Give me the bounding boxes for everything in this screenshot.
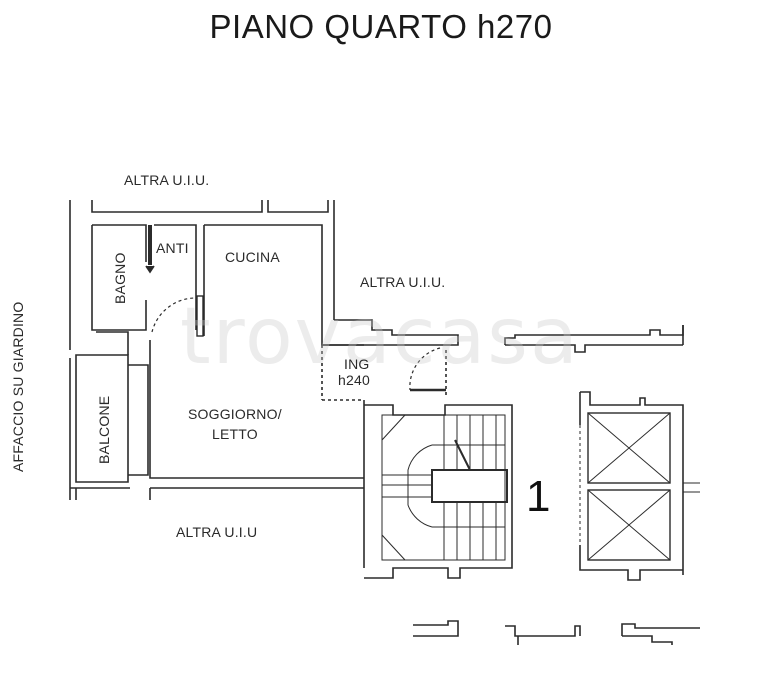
living-walls — [149, 224, 365, 479]
stair-number: 1 — [526, 472, 551, 521]
label-altra-uiu-right: ALTRA U.I.U. — [360, 274, 446, 290]
stair-block — [363, 404, 513, 579]
label-ing-height: h240 — [338, 372, 370, 388]
label-ing: ING — [344, 356, 370, 372]
label-cucina: CUCINA — [225, 249, 280, 265]
bottom-fragments — [413, 620, 700, 645]
label-letto: LETTO — [212, 426, 258, 442]
label-balcone: BALCONE — [96, 395, 112, 464]
label-altra-uiu-top: ALTRA U.I.U. — [124, 172, 210, 188]
elevator-block — [579, 391, 700, 581]
label-anti: ANTI — [156, 240, 189, 256]
label-bagno: BAGNO — [112, 252, 128, 304]
balcone-walls — [69, 331, 364, 500]
plan-title: PIANO QUARTO h270 — [209, 8, 553, 45]
top-boundary — [69, 200, 335, 350]
bagno-walls — [91, 224, 197, 333]
label-soggiorno: SOGGIORNO/ — [188, 406, 282, 422]
right-upper-walls — [322, 319, 684, 398]
label-altra-uiu-bottom: ALTRA U.I.U — [176, 524, 258, 540]
label-affaccio-su-giardino: AFFACCIO SU GIARDINO — [10, 301, 26, 472]
